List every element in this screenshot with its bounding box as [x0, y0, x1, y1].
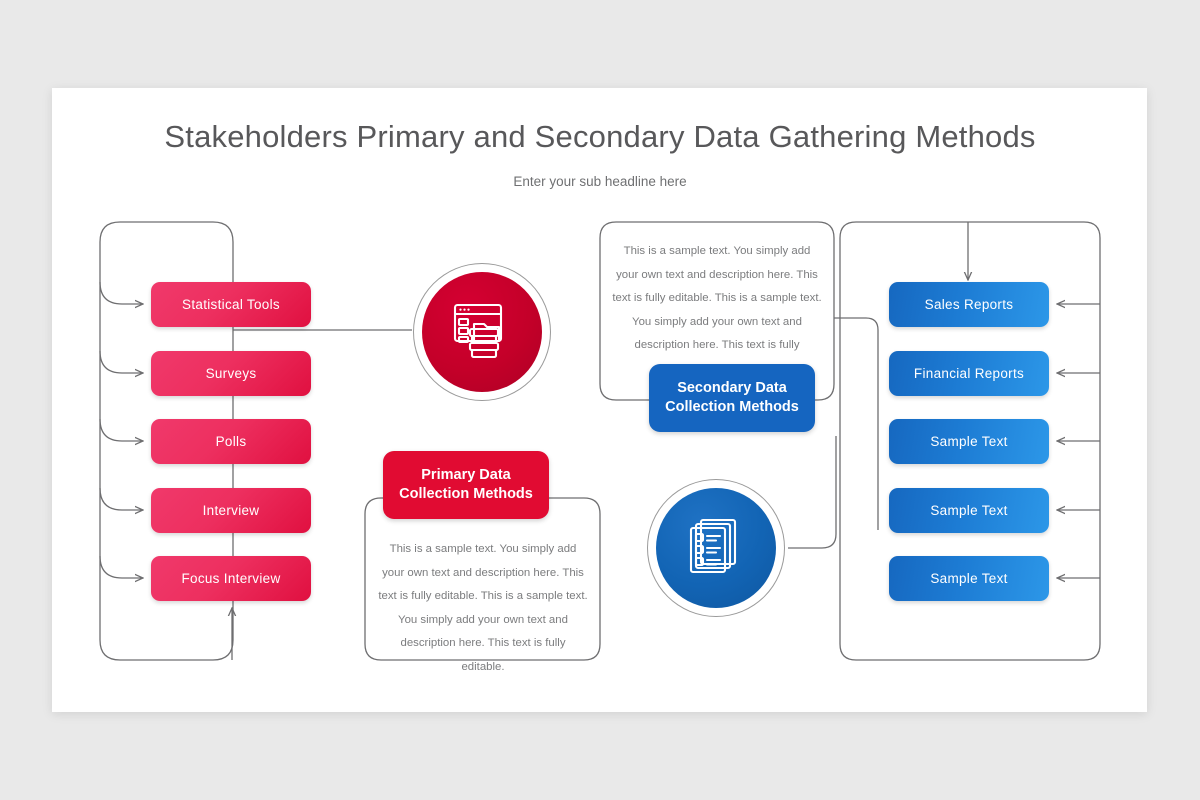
pill-label: Polls [215, 434, 247, 449]
pill-label: Financial Reports [913, 366, 1025, 381]
primary-method-interview[interactable]: Interview [151, 488, 311, 533]
secondary-label-line1: Secondary Data [677, 379, 787, 396]
circle-fill [656, 488, 776, 608]
pill-label: Surveys [205, 366, 257, 381]
secondary-source-financial-reports[interactable]: Financial Reports [889, 351, 1049, 396]
primary-method-focus-interview[interactable]: Focus Interview [151, 556, 311, 601]
primary-method-surveys[interactable]: Surveys [151, 351, 311, 396]
pill-label: Interview [202, 503, 260, 518]
pill-label: Focus Interview [181, 571, 281, 586]
primary-description: This is a sample text. You simply add yo… [378, 543, 588, 674]
circle-fill [422, 272, 542, 392]
pill-label: Sample Text [930, 503, 1008, 518]
page-subtitle: Enter your sub headline here [513, 174, 687, 189]
primary-icon-badge [414, 264, 550, 400]
secondary-label-line2: Collection Methods [665, 399, 799, 415]
primary-label-box[interactable]: Primary Data Collection Methods [383, 451, 549, 519]
pill-label: Statistical Tools [182, 297, 280, 312]
secondary-description: This is a sample text. You simply add yo… [612, 245, 822, 375]
pill-label: Sample Text [930, 434, 1008, 449]
secondary-source-sample-text-1[interactable]: Sample Text [889, 419, 1049, 464]
browser-documents-icon [453, 303, 503, 359]
pill-label: Sales Reports [924, 297, 1014, 312]
secondary-icon-badge [648, 480, 784, 616]
primary-method-polls[interactable]: Polls [151, 419, 311, 464]
secondary-source-sales-reports[interactable]: Sales Reports [889, 282, 1049, 327]
page-title: Stakeholders Primary and Secondary Data … [164, 119, 1036, 154]
primary-label-line2: Collection Methods [399, 486, 533, 502]
primary-label-line1: Primary Data [421, 466, 511, 483]
secondary-source-sample-text-3[interactable]: Sample Text [889, 556, 1049, 601]
secondary-label-box[interactable]: Secondary Data Collection Methods [649, 364, 815, 432]
secondary-source-sample-text-2[interactable]: Sample Text [889, 488, 1049, 533]
pill-label: Sample Text [930, 571, 1008, 586]
checklist-documents-icon [689, 518, 737, 574]
primary-method-statistical-tools[interactable]: Statistical Tools [151, 282, 311, 327]
